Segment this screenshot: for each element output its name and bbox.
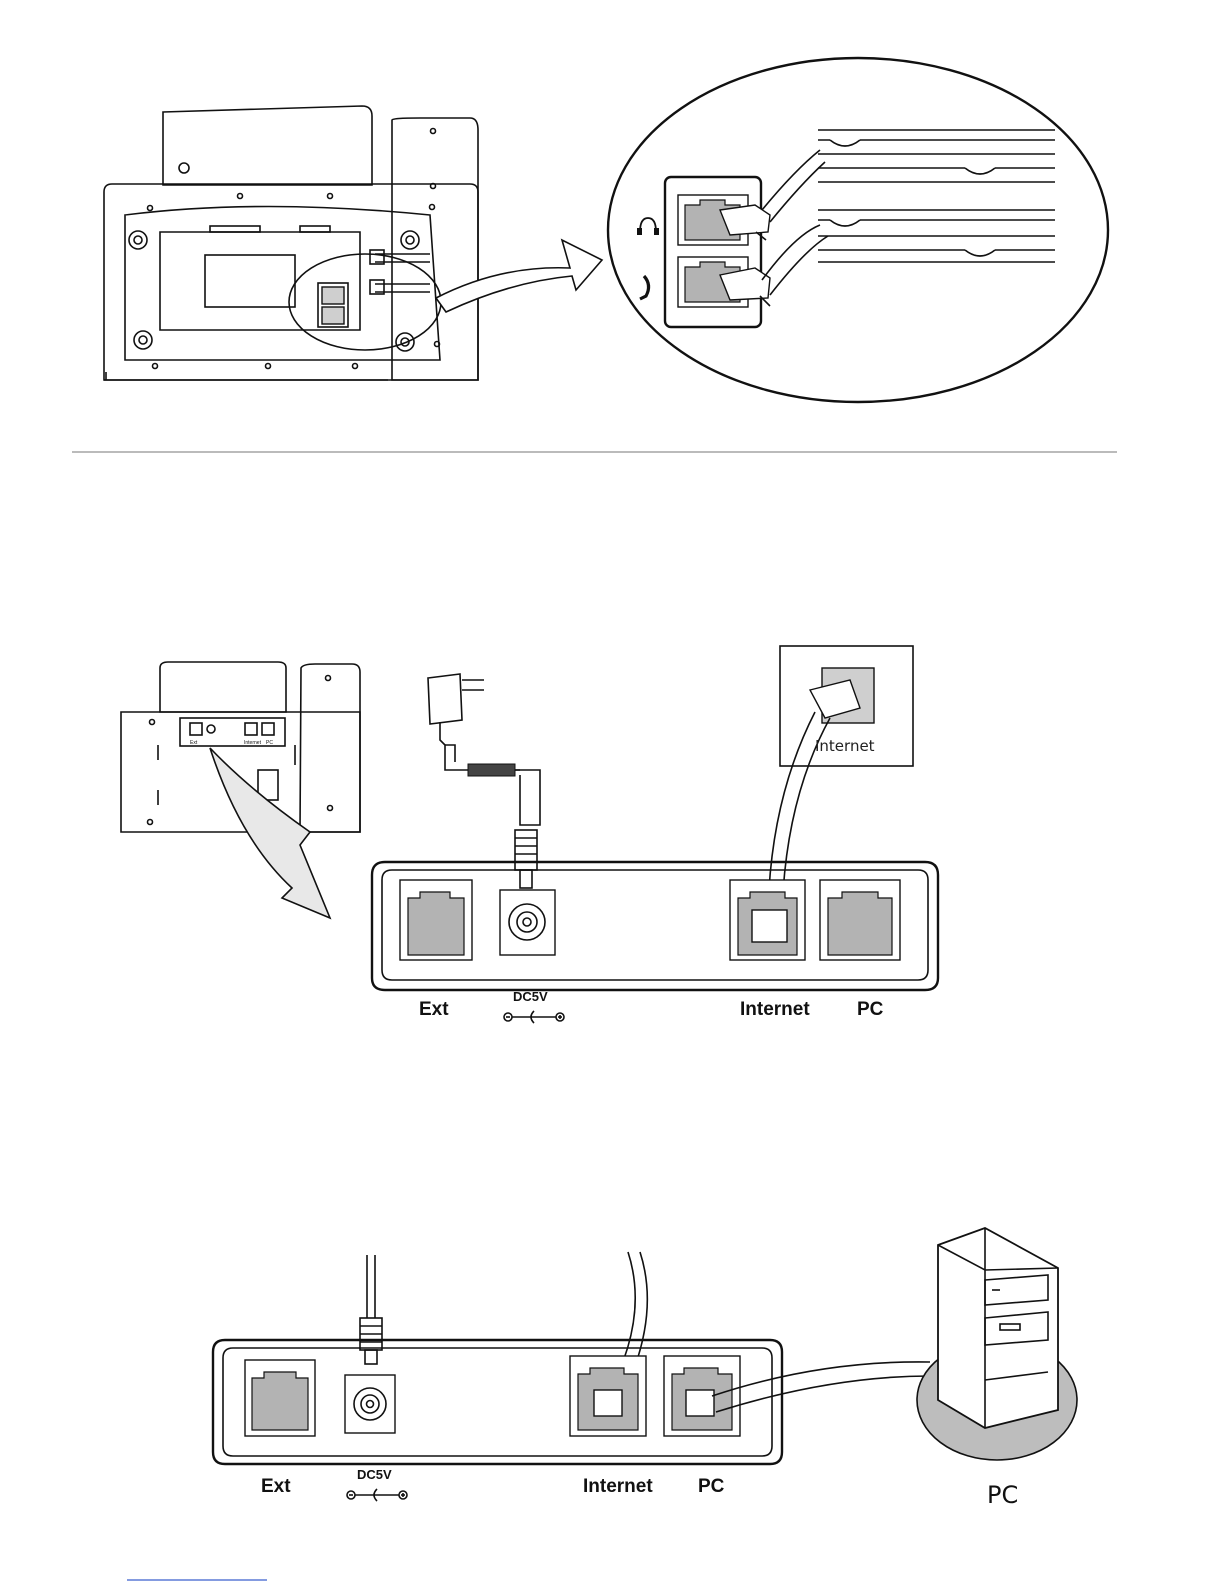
dc-jack-2 [345, 1375, 395, 1433]
dc-polarity-icon-2 [347, 1489, 407, 1501]
dc-polarity-icon [504, 1011, 564, 1023]
port-label-pc: PC [857, 999, 884, 1020]
zoom-arrow [436, 240, 602, 312]
mini-port-ext: Ext [190, 740, 198, 746]
mini-port-internet: Internet [244, 740, 262, 746]
phone-back-view [104, 106, 478, 380]
port-label-pc-2: PC [698, 1476, 725, 1497]
port-label-ext-2: Ext [261, 1476, 291, 1497]
mini-port-pc: PC [266, 740, 273, 746]
feet [129, 231, 419, 351]
port-label-dc: DC5V [513, 989, 548, 1004]
power-adapter [428, 674, 540, 888]
port-label-dc-2: DC5V [357, 1467, 392, 1482]
wall-jack: Internet [768, 646, 913, 915]
headset-icon [637, 218, 659, 235]
computer-label: PC [987, 1481, 1018, 1509]
handset-icon [640, 276, 649, 299]
zoom-detail [608, 58, 1108, 402]
computer-tower [917, 1228, 1077, 1460]
zoom-arrow-2 [210, 748, 330, 918]
figure-power-network: Ext Internet PC Inte [121, 646, 938, 1023]
figure-pc-connection: Ext DC5V Internet PC PC [213, 1228, 1077, 1509]
port-panel [372, 862, 938, 990]
wall-internet-label: Internet [815, 737, 875, 755]
figure-handset-headset [104, 58, 1108, 402]
port-label-internet-2: Internet [583, 1476, 653, 1497]
port-label-internet: Internet [740, 999, 810, 1020]
port-label-ext: Ext [419, 999, 449, 1020]
port-panel-2 [213, 1340, 782, 1464]
zoom-highlight [289, 254, 441, 350]
